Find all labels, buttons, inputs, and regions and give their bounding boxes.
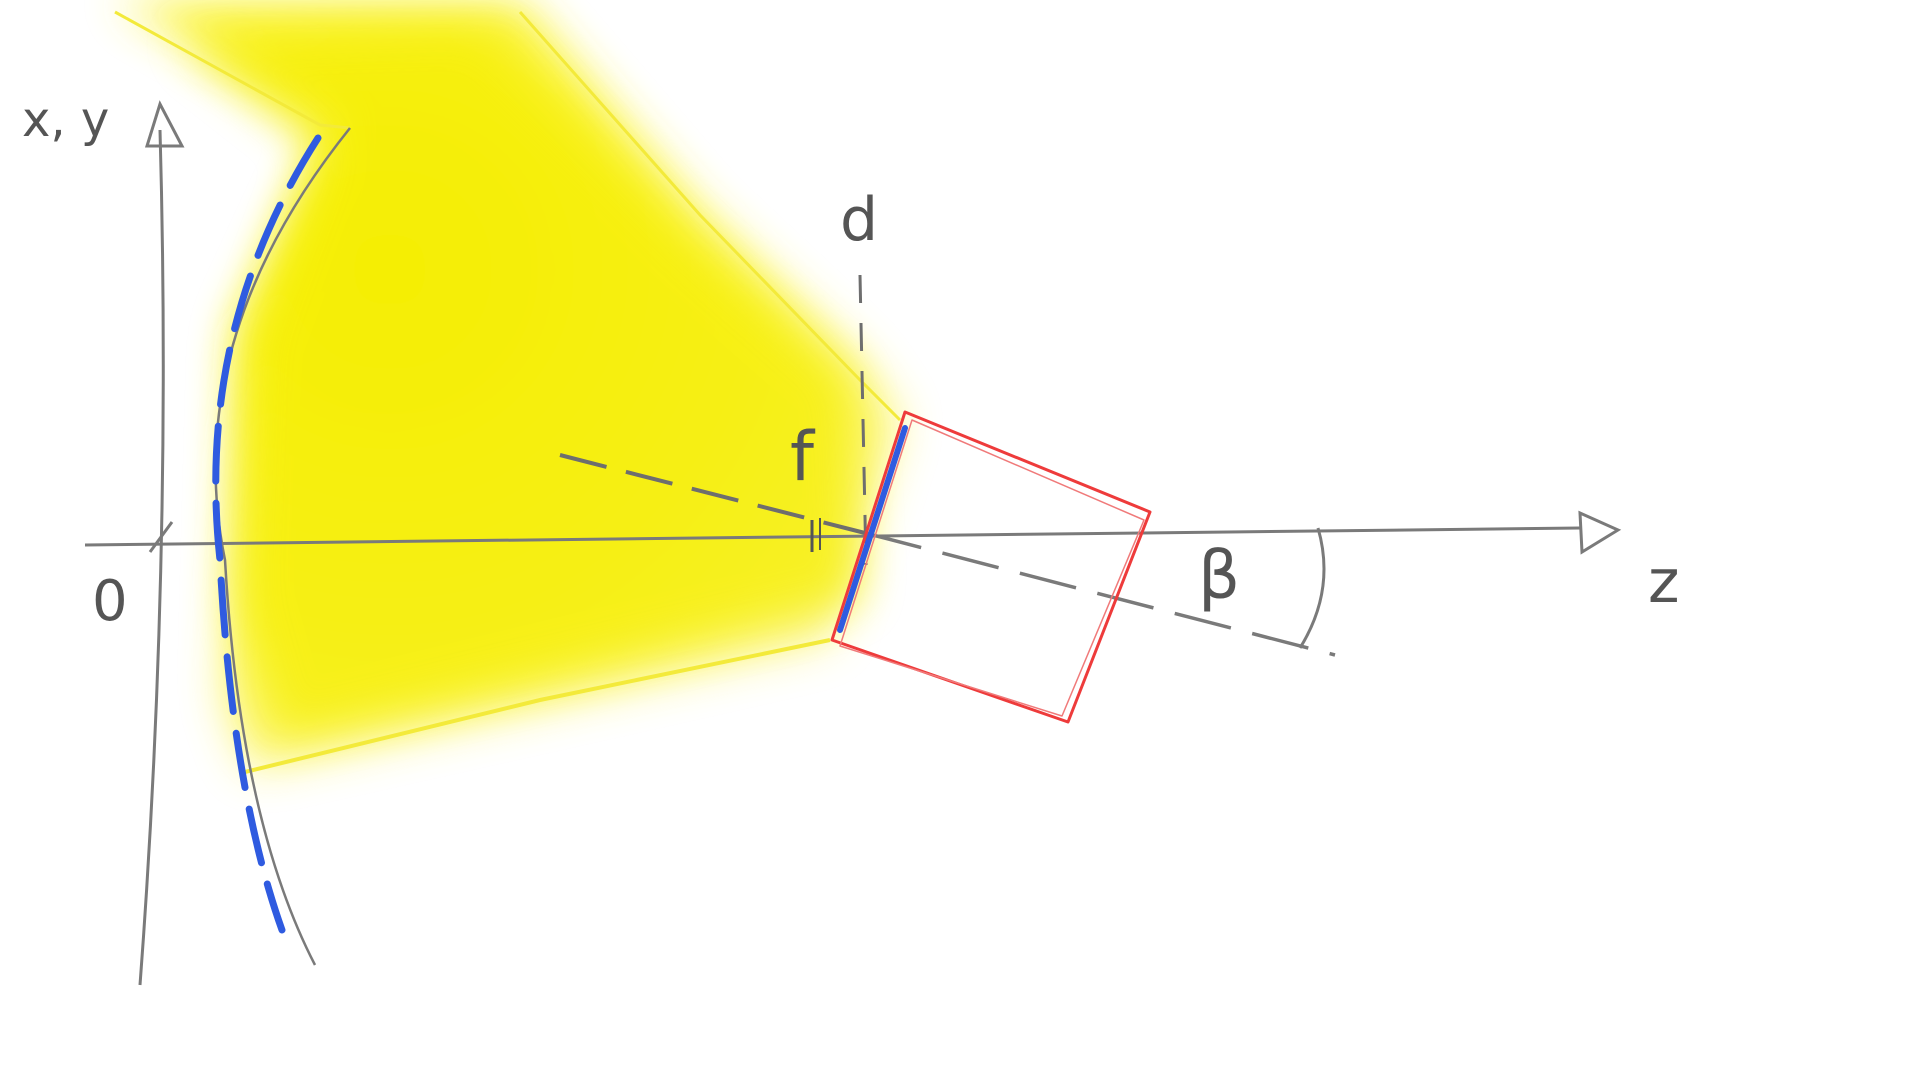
mirror-dashed-surface — [212, 134, 322, 934]
beam-upper-edge — [114, 10, 351, 130]
angle-label: β — [1198, 537, 1240, 614]
detector-front-face — [837, 425, 908, 633]
beam-upper-edge-far — [518, 11, 902, 422]
distance-label: d — [840, 185, 878, 255]
light-beam — [114, 0, 902, 774]
vertical-axis-label: x, y — [22, 92, 109, 148]
tilted-optical-axis — [559, 453, 1336, 657]
vertical-axis — [138, 100, 185, 986]
angle-arc — [1298, 527, 1326, 649]
origin-label: 0 — [92, 569, 128, 634]
distance-line — [858, 274, 868, 566]
vertical-axis-arrowhead — [144, 100, 185, 148]
curved-mirror — [212, 127, 351, 966]
focal-point-marker — [810, 518, 821, 552]
beam-lower-edge — [244, 638, 831, 774]
focal-point-label: f — [790, 418, 816, 497]
horizontal-axis-label: z — [1648, 547, 1680, 617]
horizontal-axis-arrowhead — [1578, 510, 1622, 555]
detector-box — [830, 410, 1152, 724]
